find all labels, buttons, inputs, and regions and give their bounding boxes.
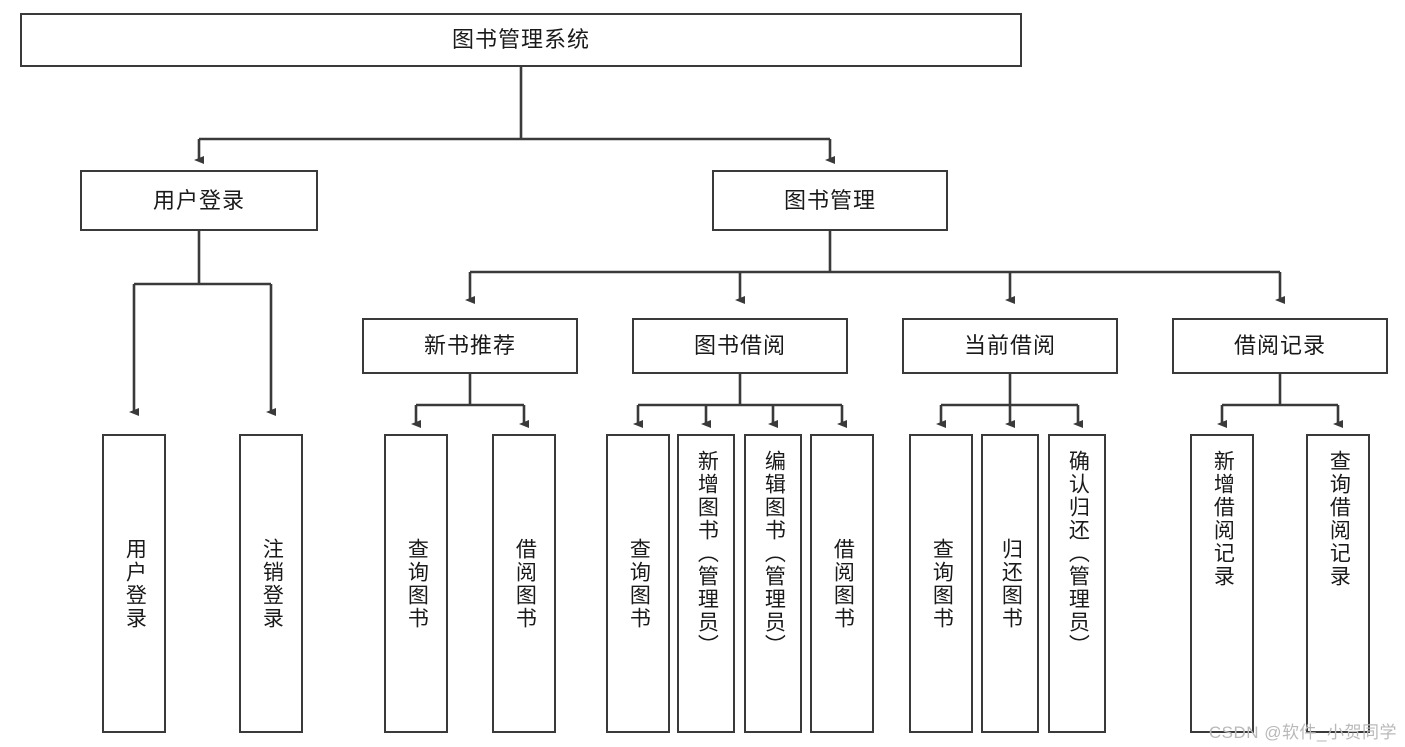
node-book-borrow[interactable]: 图书借阅 (632, 318, 848, 374)
leaf-label: 查询图书 (405, 537, 429, 630)
leaf-current-borrow-query-book[interactable]: 查询图书 (909, 434, 973, 733)
leaf-borrow-record-add-record[interactable]: 新增借阅记录 (1190, 434, 1254, 733)
leaf-label: 新增借阅记录 (1211, 450, 1235, 588)
leaf-current-borrow-confirm-return[interactable]: 确认归还（管理员） (1048, 434, 1106, 733)
leaf-label: 借阅图书 (513, 537, 537, 630)
leaf-book-borrow-query-book[interactable]: 查询图书 (606, 434, 670, 733)
leaf-label: 归还图书 (999, 537, 1023, 630)
node-root[interactable]: 图书管理系统 (20, 13, 1022, 67)
node-user-login-label: 用户登录 (152, 187, 245, 213)
leaf-book-borrow-edit-book[interactable]: 编辑图书（管理员） (744, 434, 802, 733)
node-user-login[interactable]: 用户登录 (80, 170, 318, 231)
node-new-book-recommend[interactable]: 新书推荐 (362, 318, 578, 374)
node-borrow-record[interactable]: 借阅记录 (1172, 318, 1388, 374)
node-borrow-record-label: 借阅记录 (1233, 333, 1326, 359)
leaf-label: 注销登录 (260, 537, 284, 630)
node-book-management[interactable]: 图书管理 (712, 170, 948, 231)
node-book-borrow-label: 图书借阅 (693, 333, 786, 359)
leaf-user-login-logout[interactable]: 注销登录 (239, 434, 303, 733)
node-root-label: 图书管理系统 (451, 27, 590, 53)
leaf-label: 用户登录 (123, 537, 147, 630)
leaf-label: 查询图书 (930, 537, 954, 630)
leaf-current-borrow-return-book[interactable]: 归还图书 (981, 434, 1039, 733)
leaf-user-login-login[interactable]: 用户登录 (102, 434, 166, 733)
node-book-management-label: 图书管理 (783, 187, 876, 213)
node-new-book-recommend-label: 新书推荐 (423, 333, 516, 359)
leaf-label: 确认归还（管理员） (1066, 450, 1090, 657)
leaf-book-borrow-borrow-book[interactable]: 借阅图书 (810, 434, 874, 733)
leaf-label: 查询图书 (627, 537, 651, 630)
leaf-label: 编辑图书（管理员） (762, 450, 786, 657)
leaf-new-book-borrow-book[interactable]: 借阅图书 (492, 434, 556, 733)
node-current-borrow[interactable]: 当前借阅 (902, 318, 1118, 374)
node-current-borrow-label: 当前借阅 (963, 333, 1056, 359)
leaf-borrow-record-query-record[interactable]: 查询借阅记录 (1306, 434, 1370, 733)
leaf-label: 查询借阅记录 (1327, 450, 1351, 588)
leaf-book-borrow-add-book[interactable]: 新增图书（管理员） (677, 434, 735, 733)
leaf-label: 新增图书（管理员） (695, 450, 719, 657)
leaf-label: 借阅图书 (831, 537, 855, 630)
leaf-new-book-query-book[interactable]: 查询图书 (384, 434, 448, 733)
csdn-watermark: CSDN @软件_小贺同学 (1208, 723, 1397, 742)
